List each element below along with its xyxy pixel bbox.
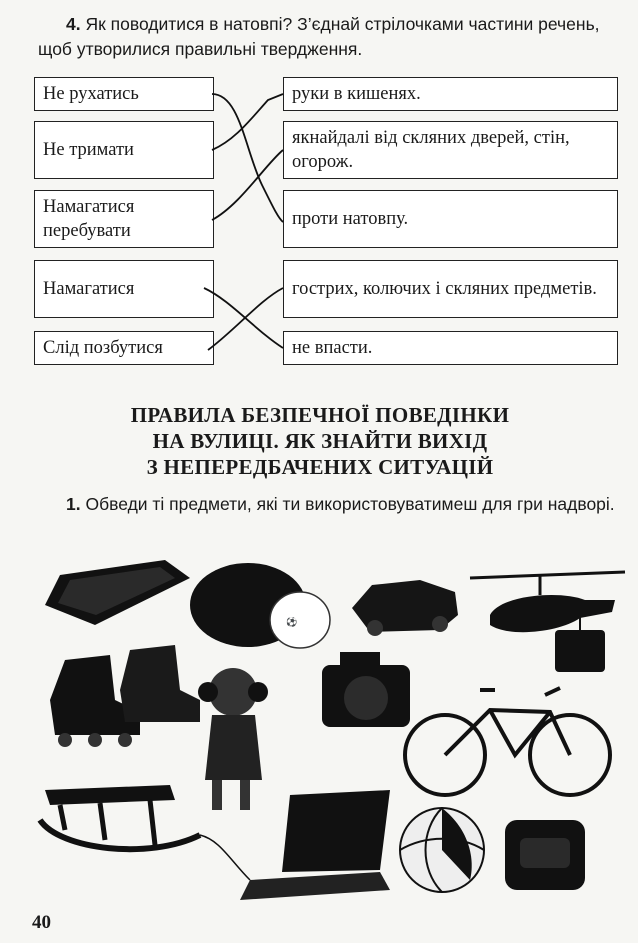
- right-box-4[interactable]: гострих, колючих і скляних предметів.: [283, 260, 618, 318]
- roller-skates-icon[interactable]: [50, 645, 200, 747]
- beach-ball-icon[interactable]: [399, 807, 485, 893]
- heading-line-1: ПРАВИЛА БЕЗПЕЧНОЇ ПОВЕДІНКИ: [130, 403, 510, 427]
- backpack-icon[interactable]: [505, 820, 585, 890]
- heading-line-3: З НЕПЕРЕДБАЧЕНИХ СИТУАЦІЙ: [146, 455, 494, 479]
- page-number: 40: [32, 912, 51, 933]
- connect-line-2: [211, 93, 284, 151]
- right-box-3[interactable]: проти натовпу.: [283, 190, 618, 248]
- toy-helicopter-icon[interactable]: [469, 570, 626, 672]
- left-box-3[interactable]: Намагатися перебувати: [34, 190, 214, 248]
- laptop-icon[interactable]: [240, 790, 390, 900]
- task-number: 4.: [66, 14, 81, 34]
- connect-line-3: [211, 149, 284, 221]
- section-heading: ПРАВИЛА БЕЗПЕЧНОЇ ПОВЕДІНКИ НА ВУЛИЦІ. Я…: [60, 402, 580, 480]
- left-box-2[interactable]: Не тримати: [34, 121, 214, 179]
- sled-icon[interactable]: [37, 785, 251, 881]
- bicycle-icon[interactable]: [403, 686, 612, 797]
- right-item-label: гострих, колючих і скляних предметів.: [292, 279, 597, 299]
- connect-line-5: [207, 287, 284, 351]
- left-box-4[interactable]: Намагатися: [34, 260, 214, 318]
- right-box-1[interactable]: руки в кишенях.: [283, 77, 618, 111]
- toy-car-icon[interactable]: [352, 580, 458, 636]
- ball-and-cap-icon[interactable]: ⚽: [190, 563, 331, 649]
- doll-icon[interactable]: [198, 668, 268, 810]
- right-box-5[interactable]: не впасти.: [283, 331, 618, 365]
- camera-icon[interactable]: [322, 652, 410, 727]
- connect-line-4: [203, 287, 284, 349]
- left-item-label: Не тримати: [43, 140, 134, 160]
- left-item-label: Слід позбутися: [43, 338, 163, 358]
- heading-line-2: НА ВУЛИЦІ. ЯК ЗНАЙТИ ВИХІД: [152, 429, 488, 453]
- task-4-instruction: 4. Як поводитися в натовпі? З’єднай стрі…: [38, 12, 623, 62]
- right-item-label: руки в кишенях.: [292, 84, 421, 104]
- task-1-instruction: 1. Обведи ті предмети, які ти використов…: [38, 492, 623, 517]
- right-item-label: проти натовпу.: [292, 209, 409, 229]
- task-text: Обведи ті предмети, які ти використовува…: [85, 494, 615, 514]
- task-text: Як поводитися в натовпі? З’єднай стрілоч…: [38, 14, 600, 59]
- left-box-1[interactable]: Не рухатись: [34, 77, 214, 111]
- left-item-label: Намагатися: [43, 279, 135, 299]
- task-number: 1.: [66, 494, 81, 514]
- svg-text:⚽: ⚽: [285, 616, 297, 628]
- right-box-2[interactable]: якнайдалі від скляних дверей, стін, огор…: [283, 121, 618, 179]
- right-item-label: якнайдалі від скляних дверей, стін, огор…: [292, 128, 570, 172]
- tablet-icon[interactable]: [45, 560, 190, 625]
- left-item-label: Намагатися перебувати: [43, 197, 135, 241]
- left-item-label: Не рухатись: [43, 84, 139, 104]
- left-box-5[interactable]: Слід позбутися: [34, 331, 214, 365]
- right-item-label: не впасти.: [292, 338, 373, 358]
- connecting-lines: [203, 93, 284, 351]
